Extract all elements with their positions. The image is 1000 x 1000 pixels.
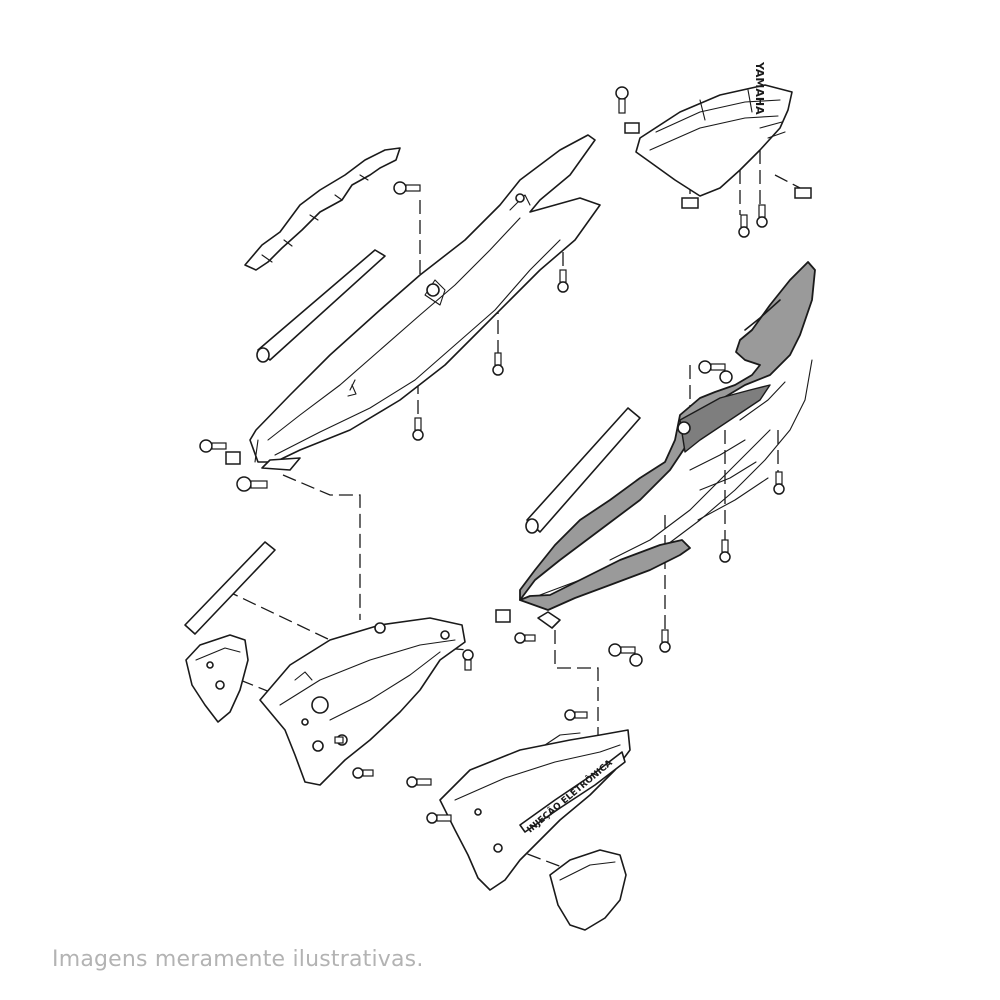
screw bbox=[557, 269, 569, 293]
brand-mark-text: YAMAHA bbox=[753, 61, 766, 115]
screw bbox=[334, 734, 348, 746]
disclaimer-text: Imagens meramente ilustrativas. bbox=[52, 947, 424, 972]
right-reflector bbox=[549, 849, 627, 931]
left-reflector bbox=[185, 634, 249, 723]
left-cover-stripe-decal bbox=[244, 147, 401, 271]
screw bbox=[406, 776, 432, 788]
left-lower-rubber-strip bbox=[184, 541, 276, 635]
screw bbox=[698, 360, 733, 384]
left-lower-bracket bbox=[259, 617, 466, 786]
screw bbox=[756, 204, 768, 228]
screw bbox=[608, 643, 643, 667]
clip-nut bbox=[681, 197, 699, 209]
screw bbox=[352, 767, 374, 779]
screw bbox=[393, 181, 421, 195]
tail-cover: YAMAHA bbox=[635, 61, 793, 197]
screw bbox=[426, 812, 452, 824]
screw bbox=[514, 632, 536, 644]
screw bbox=[615, 86, 629, 114]
screws bbox=[199, 86, 812, 824]
screw bbox=[773, 471, 785, 495]
screw bbox=[412, 417, 424, 441]
left-side-cover bbox=[249, 134, 601, 471]
screw bbox=[236, 476, 268, 492]
screw bbox=[199, 439, 227, 453]
right-rubber-strip bbox=[525, 407, 641, 534]
screw bbox=[462, 649, 474, 671]
screw bbox=[564, 709, 588, 721]
screw bbox=[738, 214, 750, 238]
clip-nut bbox=[495, 609, 511, 623]
left-rubber-strip bbox=[256, 249, 386, 363]
clip-nut bbox=[225, 451, 241, 465]
screw bbox=[492, 352, 504, 376]
clip-nut bbox=[624, 122, 640, 134]
screw bbox=[719, 539, 731, 563]
screw bbox=[659, 629, 671, 653]
clip-nut bbox=[794, 187, 812, 199]
right-side-cover bbox=[519, 261, 816, 629]
